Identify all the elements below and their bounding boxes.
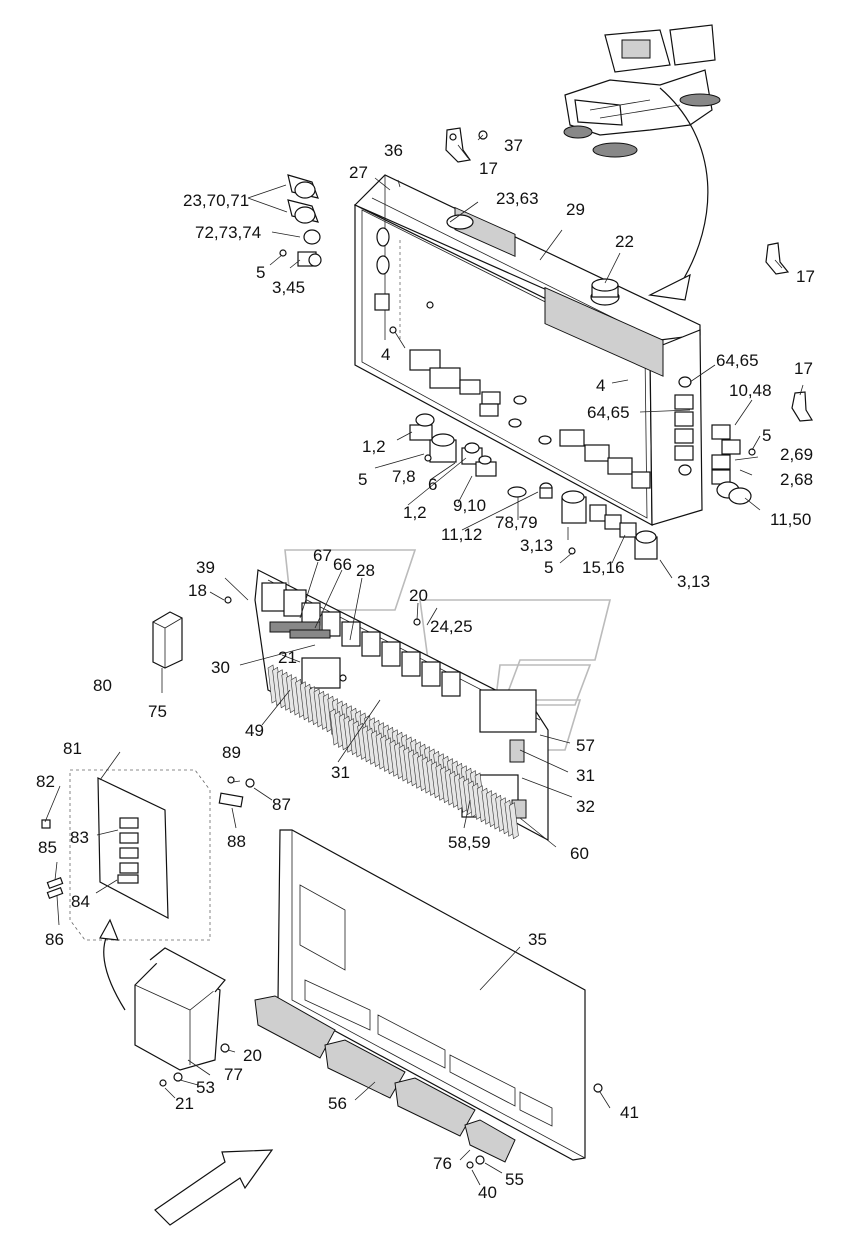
bracket-17-right — [765, 242, 790, 275]
control-module-77 — [99, 918, 230, 1087]
callout: 40 — [478, 1183, 497, 1202]
callout: 4 — [381, 345, 390, 364]
callout: 80 — [93, 676, 112, 695]
callout: 24,25 — [430, 617, 473, 636]
callout: 17 — [796, 267, 815, 286]
callout: 56 — [328, 1094, 347, 1113]
callout: 35 — [528, 930, 547, 949]
callout: 60 — [570, 844, 589, 863]
callout: 27 — [349, 163, 368, 182]
callout: 78,79 — [495, 513, 538, 532]
callout: 9,10 — [453, 496, 486, 515]
callout: 75 — [148, 702, 167, 721]
callout: 53 — [196, 1078, 215, 1097]
callout: 23,63 — [496, 189, 539, 208]
callout: 17 — [479, 159, 498, 178]
cover-plate-35 — [277, 829, 603, 1161]
callout: 5 — [256, 263, 265, 282]
callout: 21 — [175, 1094, 194, 1113]
callout: 20 — [243, 1046, 262, 1065]
callout: 20 — [409, 586, 428, 605]
callout: 30 — [211, 658, 230, 677]
callout: 84 — [71, 892, 90, 911]
callout: 82 — [36, 772, 55, 791]
callout: 86 — [45, 930, 64, 949]
assembly-direction-arrow — [154, 1149, 274, 1226]
callout: 55 — [505, 1170, 524, 1189]
callout-labels: 17 37 36 27 23,70,71 23,63 29 72,73,74 2… — [36, 136, 815, 1202]
callout: 66 — [333, 555, 352, 574]
callout: 67 — [313, 546, 332, 565]
callout: 39 — [196, 558, 215, 577]
relay-75 — [152, 611, 183, 669]
callout: 1,2 — [403, 503, 427, 522]
side-connectors-right — [711, 424, 756, 505]
callout: 28 — [356, 561, 375, 580]
callout: 5 — [762, 426, 771, 445]
callout: 10,48 — [729, 381, 772, 400]
bracket-17-mid — [791, 391, 814, 422]
callout: 7,8 — [392, 467, 416, 486]
callout: 41 — [620, 1103, 639, 1122]
callout: 85 — [38, 838, 57, 857]
callout: 18 — [188, 581, 207, 600]
callout: 4 — [596, 376, 605, 395]
connector-modules — [254, 995, 516, 1169]
callout: 89 — [222, 743, 241, 762]
terminal-fin — [509, 802, 519, 840]
callout: 23,70,71 — [183, 191, 249, 210]
callout: 11,12 — [441, 525, 482, 544]
callout: 3,13 — [520, 536, 553, 555]
callout: 1,2 — [362, 437, 386, 456]
panel-connectors-lower — [409, 413, 658, 560]
callout: 76 — [433, 1154, 452, 1173]
callout: 15,16 — [582, 558, 625, 577]
callout: 3,13 — [677, 572, 710, 591]
callout: 31 — [331, 763, 350, 782]
callout: 64,65 — [716, 351, 759, 370]
callout: 49 — [245, 721, 264, 740]
callout: 36 — [384, 141, 403, 160]
callout: 88 — [227, 832, 246, 851]
callout: 64,65 — [587, 403, 630, 422]
callout: 81 — [63, 739, 82, 758]
callout: 31 — [576, 766, 595, 785]
callout: 37 — [504, 136, 523, 155]
electrical-enclosure — [353, 174, 703, 527]
arrow-head — [648, 273, 691, 301]
leader-lines — [44, 134, 804, 1186]
callout: 3,45 — [272, 278, 305, 297]
callout: 6 — [428, 475, 437, 494]
callout: 21 — [278, 648, 297, 667]
callout: 2,69 — [780, 445, 813, 464]
callout: 87 — [272, 795, 291, 814]
callout: 5 — [358, 470, 367, 489]
callout: 32 — [576, 797, 595, 816]
callout: 22 — [615, 232, 634, 251]
callout: 11,50 — [770, 510, 811, 529]
callout: 2,68 — [780, 470, 813, 489]
paver-machine-thumbnail — [563, 24, 721, 158]
callout: 72,73,74 — [195, 223, 261, 242]
callout: 58,59 — [448, 833, 491, 852]
curved-arrow — [659, 87, 709, 286]
callout: 17 — [794, 359, 813, 378]
callout: 83 — [70, 828, 89, 847]
small-fasteners-left — [41, 776, 255, 899]
callout: 77 — [224, 1065, 243, 1084]
cable-glands-left — [279, 174, 322, 267]
callout: 57 — [576, 736, 595, 755]
callout: 29 — [566, 200, 585, 219]
control-unit-outline — [69, 769, 211, 941]
callout: 5 — [544, 558, 553, 577]
